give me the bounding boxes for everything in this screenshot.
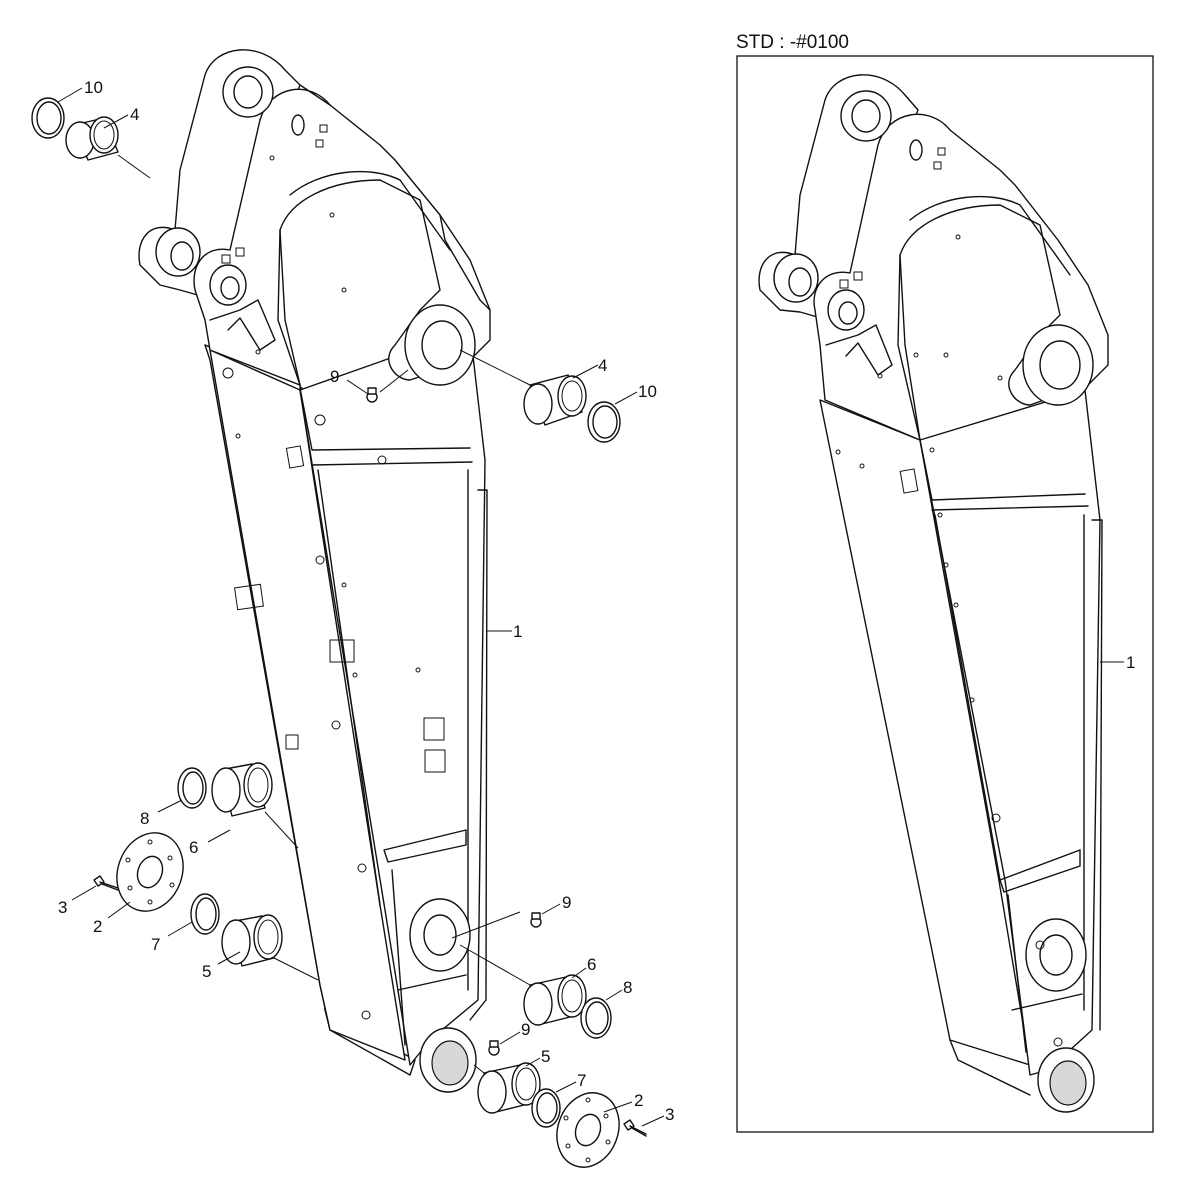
callout-main-8-left: 8 <box>140 799 183 828</box>
part-2-plate-left <box>116 832 184 912</box>
callout-main-2-right: 2 <box>603 1091 643 1113</box>
callout-main-9-mid: 9 <box>541 893 571 915</box>
callout-main-1: 1 <box>486 622 522 641</box>
callout-variant-1: 1 <box>1100 653 1135 672</box>
callout-main-5-right: 5 <box>525 1047 550 1067</box>
callout-label: 1 <box>513 622 522 641</box>
callout-main-8-right: 8 <box>605 978 632 1001</box>
part-9-grease-fitting-upper <box>366 369 409 403</box>
callout-label: 9 <box>521 1020 530 1039</box>
callout-label: 1 <box>1126 653 1135 672</box>
callout-main-5-left: 5 <box>202 951 241 981</box>
callout-label: 8 <box>140 809 149 828</box>
callout-main-7-right: 7 <box>555 1071 586 1093</box>
callout-main-3-right: 3 <box>641 1105 674 1127</box>
part-9-grease-fitting-lower <box>488 1040 500 1056</box>
callout-main-2-left: 2 <box>93 901 131 936</box>
part-6-bushing-left <box>211 762 299 849</box>
callout-label: 2 <box>93 917 102 936</box>
callout-label: 4 <box>598 356 607 375</box>
part-10-shim-ring-right <box>587 401 621 443</box>
callout-label: 7 <box>151 935 160 954</box>
part-3-bolt-right <box>623 1119 647 1137</box>
part-7-shim-ring-left <box>190 893 220 935</box>
callout-label: 6 <box>189 838 198 857</box>
callout-main-6-left: 6 <box>189 829 231 857</box>
callout-label: 2 <box>634 1091 643 1110</box>
part-4-bushing-right <box>459 349 587 426</box>
callout-label: 4 <box>130 105 139 124</box>
callout-label: 10 <box>638 382 657 401</box>
callout-label: 5 <box>202 962 211 981</box>
variant-label: STD : -#0100 <box>736 32 849 53</box>
callout-main-9-lower: 9 <box>499 1020 530 1045</box>
callout-label: 9 <box>562 893 571 912</box>
callout-label: 8 <box>623 978 632 997</box>
part-10-shim-ring-top <box>31 97 65 139</box>
callout-label: 9 <box>330 367 339 386</box>
part-3-bolt-left <box>93 875 119 891</box>
callout-main-3-left: 3 <box>58 885 97 917</box>
callout-label: 6 <box>587 955 596 974</box>
callout-label: 10 <box>84 78 103 97</box>
callout-main-7-left: 7 <box>151 921 193 954</box>
variant-panel: STD : -#0100 <box>736 32 1154 1133</box>
part-4-bushing-top <box>65 116 151 179</box>
part-8-shim-ring-right <box>580 997 612 1039</box>
callout-main-4-right: 4 <box>572 356 607 379</box>
part-2-plate-right <box>556 1092 620 1168</box>
arm-assembly-main <box>138 49 491 1093</box>
callout-label: 3 <box>665 1105 674 1124</box>
part-7-shim-ring-right <box>531 1088 561 1128</box>
callout-label: 5 <box>541 1047 550 1066</box>
part-9-grease-fitting-mid <box>451 911 542 939</box>
callout-label: 3 <box>58 898 67 917</box>
callout-main-9-upper: 9 <box>330 367 369 395</box>
callout-main-10-top: 10 <box>57 78 103 103</box>
callout-label: 7 <box>577 1071 586 1090</box>
arm-assembly-variant <box>758 74 1109 1113</box>
variant-frame <box>736 55 1154 1133</box>
callout-main-10-right: 10 <box>614 382 657 405</box>
callout-main-4-top: 4 <box>103 105 139 129</box>
part-5-bushing-left <box>221 914 319 981</box>
part-6-bushing-right <box>459 944 587 1026</box>
part-5-bushing-right <box>473 1062 541 1114</box>
part-8-shim-ring-left <box>177 767 207 809</box>
callout-main-6-right: 6 <box>571 955 596 979</box>
